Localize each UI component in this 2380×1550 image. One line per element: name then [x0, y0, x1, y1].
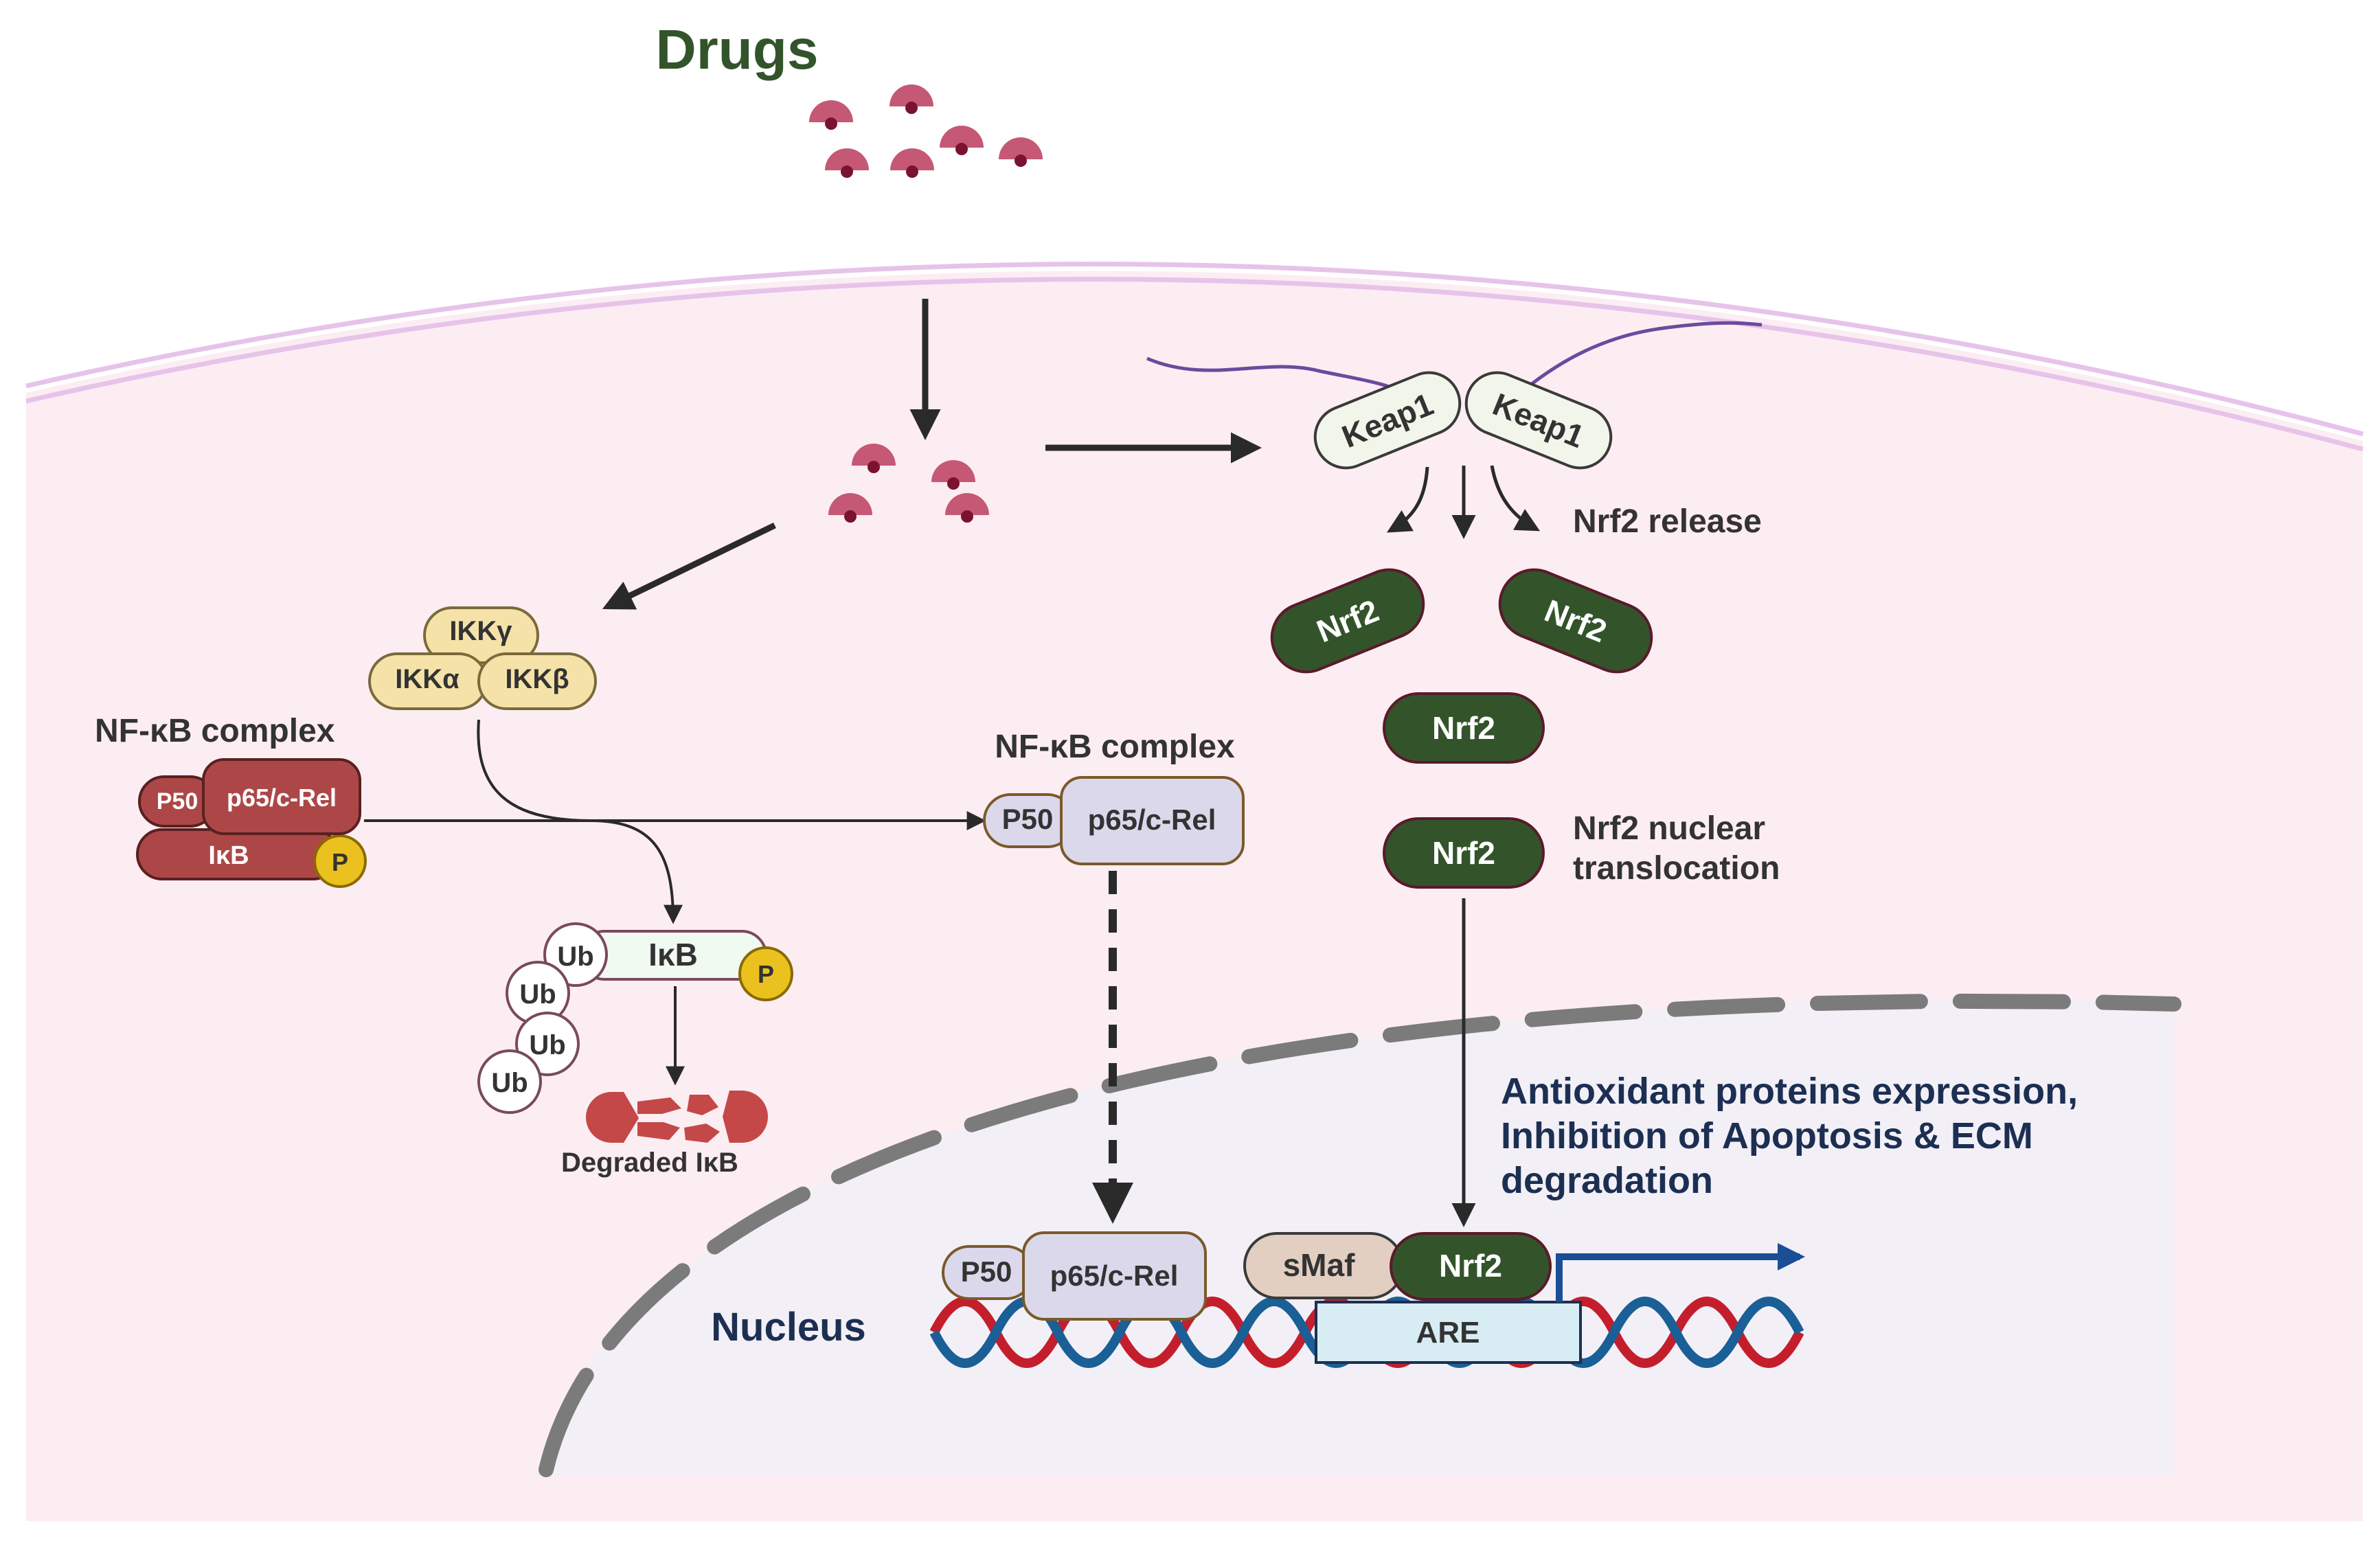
- nfkb-nuclear-p65-label: p65/c-Rel: [1050, 1260, 1179, 1292]
- smaf-nrf2-complex: sMaf Nrf2: [1243, 1232, 1552, 1301]
- ubiquitin-2-label: Ub: [519, 979, 556, 1010]
- nfkb-left-phospho-label: P: [332, 848, 348, 876]
- nfkb-right-p50-label: P50: [1002, 803, 1054, 835]
- nrf2-translocating: Nrf2: [1383, 817, 1545, 889]
- ubiquitinated-ikb: IκB P Ub Ub Ub Ub: [477, 922, 793, 1114]
- nfkb-right-complex: P50 p65/c-Rel: [983, 776, 1245, 865]
- nrf2-translocation-label-line1: Nrf2 nuclear: [1573, 810, 1765, 847]
- nuclear-envelope: [539, 993, 2181, 1477]
- nrf2-translocation-label-line2: translocation: [1573, 850, 1780, 887]
- nfkb-left-phospho: [313, 834, 367, 888]
- ub-ikb-phospho: [738, 946, 793, 1001]
- nfkb-left-p65-label: p65/c-Rel: [227, 784, 337, 812]
- ikk-alpha-label: IKKα: [395, 664, 460, 694]
- nfkb-nuclear-complex: P50 p65/c-Rel: [942, 1231, 1207, 1321]
- are-element: [1315, 1301, 1582, 1364]
- nfkb-nuclear-p65: [1022, 1231, 1207, 1321]
- nucleus-label: Nucleus: [711, 1305, 866, 1349]
- release-arrow-right: [1490, 465, 1541, 532]
- ubiquitin-4: [477, 1049, 542, 1114]
- diagram-title: Drugs: [656, 19, 819, 81]
- release-arrow-left: [1386, 466, 1429, 533]
- smaf-label: sMaf: [1283, 1247, 1355, 1283]
- ubiquitin-4-label: Ub: [491, 1068, 528, 1098]
- degraded-ikb-fragments: [586, 1091, 768, 1143]
- ubiquitin-1-label: Ub: [557, 942, 593, 972]
- nrf2-released-left: Nrf2: [1270, 568, 1425, 674]
- degraded-ikb-label: Degraded IκB: [561, 1148, 738, 1178]
- nrf2-released-right: Nrf2: [1498, 568, 1653, 674]
- ikk-gamma-label: IKKγ: [449, 616, 512, 646]
- nrf2-translocating-label: Nrf2: [1432, 835, 1495, 871]
- ubiquitin-3-label: Ub: [529, 1030, 565, 1060]
- nfkb-left-p65: [202, 758, 361, 835]
- are-label: ARE: [1416, 1316, 1480, 1349]
- transcription-arrow: [1556, 1243, 1805, 1302]
- ikk-beta-label: IKKβ: [505, 664, 569, 694]
- drug-molecules-intracellular: [828, 444, 989, 523]
- ikk-beta: [477, 652, 597, 710]
- nfkb-left-ikb-label: IκB: [208, 841, 249, 870]
- drug-molecules-extracellular: [809, 84, 1043, 178]
- nfkb-left-p50-label: P50: [157, 788, 199, 814]
- nfkb-right-title: NF-κB complex: [995, 729, 1235, 765]
- nfkb-right-p65-label: p65/c-Rel: [1088, 804, 1216, 836]
- nrf2-free-label: Nrf2: [1432, 710, 1495, 746]
- nrf2-free: Nrf2: [1383, 692, 1545, 764]
- ikk-complex: IKKγ IKKα IKKβ: [368, 606, 597, 710]
- drug-to-ikk-arrow: [602, 522, 776, 610]
- effect-line-3: degradation: [1501, 1160, 1713, 1201]
- ub-ikb-phospho-label: P: [758, 960, 774, 988]
- nfkb-left-complex: IκB P P50 p65/c-Rel: [136, 758, 367, 888]
- nfkb-nuclear-p50-label: P50: [961, 1255, 1012, 1288]
- cell-membrane-outer: [25, 262, 2364, 437]
- nfkb-right-p65: [1060, 776, 1245, 865]
- nrf2-release-label: Nrf2 release: [1573, 503, 1762, 540]
- cell-membrane-inner: [25, 277, 2364, 452]
- effect-line-2: Inhibition of Apoptosis & ECM: [1501, 1115, 2033, 1156]
- effect-line-1: Antioxidant proteins expression,: [1501, 1071, 2078, 1112]
- nrf2-bound-label: Nrf2: [1439, 1248, 1502, 1284]
- keap1-tether-right: [1506, 321, 1763, 405]
- ub-ikb-label: IκB: [648, 937, 698, 972]
- nrf2-bound: [1390, 1232, 1552, 1301]
- ikk-gamma: [423, 606, 539, 664]
- nfkb-left-title: NF-κB complex: [95, 713, 335, 749]
